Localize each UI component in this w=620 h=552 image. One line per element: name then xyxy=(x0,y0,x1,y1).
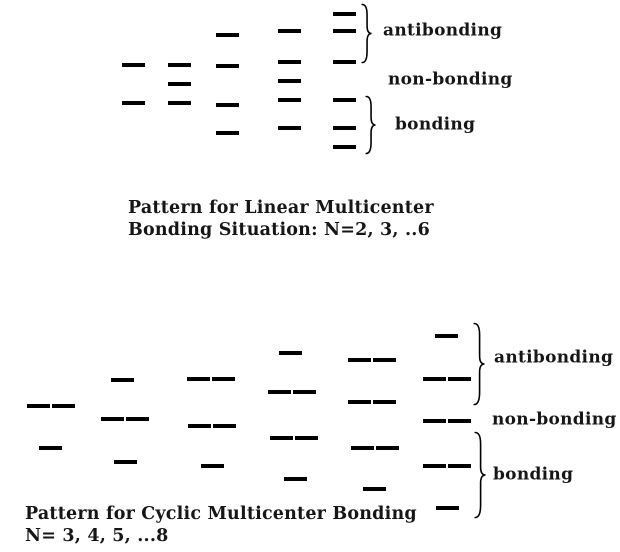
energy-level-dash-n4 xyxy=(114,459,137,465)
energy-level-dash-n3 xyxy=(52,403,75,409)
energy-level-dash-n7 xyxy=(351,445,374,451)
energy-level-dash-n7 xyxy=(363,486,386,492)
energy-level-dash-n8 xyxy=(448,463,471,469)
energy-level-dash-n5 xyxy=(278,28,301,34)
non-bonding-label: non-bonding xyxy=(492,409,617,430)
bonding-label: bonding xyxy=(493,464,574,485)
energy-level-dash-n8 xyxy=(423,418,446,424)
energy-level-dash-n7 xyxy=(373,357,396,363)
energy-level-dash-n6 xyxy=(284,476,307,482)
energy-level-dash-n4 xyxy=(216,63,239,69)
energy-level-dash-n5 xyxy=(278,125,301,131)
energy-level-dash-n3 xyxy=(168,81,191,87)
energy-level-dash-n4 xyxy=(101,416,124,422)
energy-level-dash-n5 xyxy=(213,423,236,429)
bonding-brace xyxy=(474,431,486,519)
energy-level-dash-n3 xyxy=(168,100,191,106)
energy-level-dash-n7 xyxy=(373,399,396,405)
energy-level-dash-n3 xyxy=(168,62,191,68)
energy-level-dash-n7 xyxy=(348,357,371,363)
energy-level-dash-n6 xyxy=(333,125,356,131)
energy-level-dash-n6 xyxy=(293,389,316,395)
linear-figure-caption: Pattern for Linear Multicenter Bonding S… xyxy=(128,197,434,241)
energy-level-dash-n4 xyxy=(126,416,149,422)
energy-level-dash-n6 xyxy=(333,28,356,34)
energy-level-dash-n5 xyxy=(201,463,224,469)
antibonding-brace xyxy=(473,322,485,406)
energy-level-dash-n6 xyxy=(333,59,356,65)
energy-level-dash-n8 xyxy=(448,418,471,424)
bonding-brace xyxy=(365,95,376,155)
energy-level-dash-n6 xyxy=(279,350,302,356)
antibonding-label: antibonding xyxy=(494,347,614,368)
antibonding-brace xyxy=(361,3,372,64)
energy-level-dash-n6 xyxy=(270,435,293,441)
energy-level-dash-n5 xyxy=(212,376,235,382)
energy-level-dash-n7 xyxy=(348,399,371,405)
energy-level-dash-n2 xyxy=(122,62,145,68)
energy-level-dash-n6 xyxy=(333,97,356,103)
energy-level-dash-n3 xyxy=(39,445,62,451)
energy-level-dash-n2 xyxy=(122,100,145,106)
energy-level-dash-n5 xyxy=(278,78,301,84)
energy-level-dash-n5 xyxy=(278,59,301,65)
caption-line: Bonding Situation: N=2, 3, ..6 xyxy=(128,220,430,240)
energy-level-dash-n8 xyxy=(423,463,446,469)
bonding-label: bonding xyxy=(395,114,476,135)
energy-level-dash-n4 xyxy=(216,130,239,136)
caption-line: Pattern for Cyclic Multicenter Bonding xyxy=(25,504,417,524)
energy-level-dash-n7 xyxy=(376,445,399,451)
energy-level-dash-n8 xyxy=(435,333,458,339)
energy-level-dash-n4 xyxy=(111,377,134,383)
energy-level-dash-n8 xyxy=(436,505,459,511)
caption-line: N= 3, 4, 5, ...8 xyxy=(25,526,169,546)
cyclic-figure-caption: Pattern for Cyclic Multicenter Bonding N… xyxy=(25,503,417,547)
energy-level-dash-n8 xyxy=(423,376,446,382)
energy-level-dash-n3 xyxy=(27,403,50,409)
non-bonding-label: non-bonding xyxy=(388,69,513,90)
energy-level-dash-n5 xyxy=(278,97,301,103)
energy-level-dash-n4 xyxy=(216,102,239,108)
caption-line: Pattern for Linear Multicenter xyxy=(128,198,434,218)
energy-level-dash-n6 xyxy=(295,435,318,441)
energy-level-dash-n6 xyxy=(333,11,356,17)
energy-level-dash-n8 xyxy=(448,376,471,382)
energy-level-dash-n6 xyxy=(268,389,291,395)
energy-level-dash-n5 xyxy=(187,376,210,382)
antibonding-label: antibonding xyxy=(383,20,503,41)
energy-level-dash-n5 xyxy=(188,423,211,429)
energy-level-dash-n6 xyxy=(333,144,356,150)
energy-level-dash-n4 xyxy=(216,32,239,38)
